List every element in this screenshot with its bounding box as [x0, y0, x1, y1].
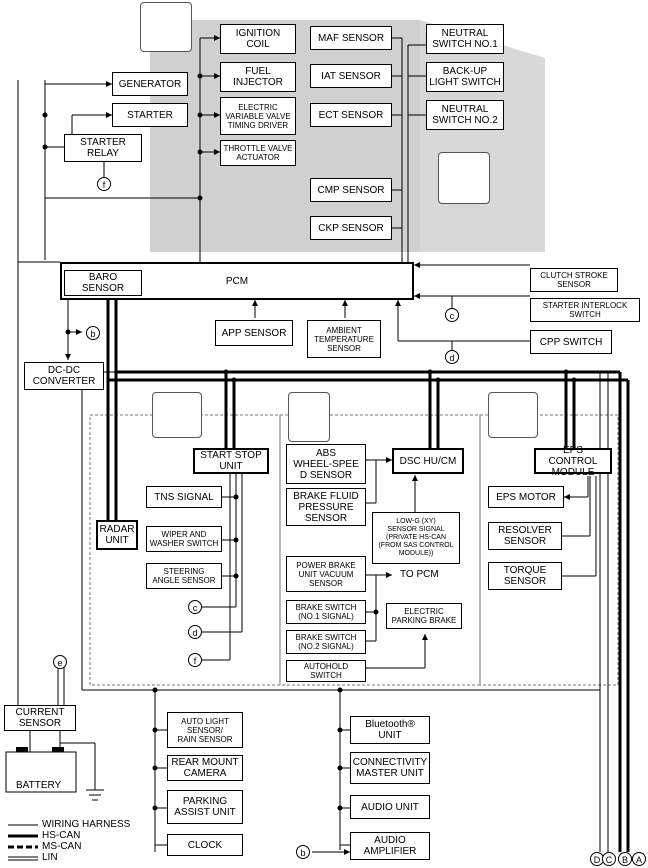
start-stop-switch-icon	[152, 392, 202, 438]
connector-d: d	[188, 625, 202, 639]
connector-f: f	[97, 177, 111, 191]
legend-ms-can: MS-CAN	[42, 841, 82, 852]
backup-light-switch: BACK-UP LIGHT SWITCH	[426, 62, 504, 92]
connector-c-pcm: c	[445, 308, 459, 322]
app-sensor: APP SENSOR	[215, 320, 293, 346]
pcm-label: PCM	[225, 275, 249, 287]
audio-amplifier: AUDIO AMPLIFIER	[350, 832, 430, 860]
brake-switch-2: BRAKE SWITCH (NO.2 SIGNAL)	[286, 630, 366, 654]
legend-wiring-harness: WIRING HARNESS	[42, 819, 131, 830]
connector-e: e	[53, 655, 67, 669]
connectivity-master-unit: CONNECTIVITY MASTER UNIT	[350, 752, 430, 784]
start-stop-unit: START STOP UNIT	[193, 448, 269, 474]
low-g-sensor-signal: LOW-G (XY) SENSOR SIGNAL (PRIVATE HS-CAN…	[372, 512, 460, 564]
electric-parking-brake: ELECTRIC PARKING BRAKE	[386, 603, 462, 629]
dsc-hu-cm: DSC HU/CM	[392, 448, 464, 474]
brake-pedal-icon	[288, 392, 330, 442]
ambient-temperature-sensor: AMBIENT TEMPERATURE SENSOR	[307, 320, 381, 358]
starter-interlock-switch: STARTER INTERLOCK SWITCH	[530, 298, 640, 322]
clutch-stroke-sensor: CLUTCH STROKE SENSOR	[530, 268, 618, 292]
brake-switch-1: BRAKE SWITCH (NO.1 SIGNAL)	[286, 600, 366, 624]
auto-light-rain-sensor: AUTO LIGHT SENSOR/ RAIN SENSOR	[167, 712, 243, 748]
abs-wheel-speed-sensor: ABS WHEEL-SPEE D SENSOR	[286, 444, 366, 484]
power-brake-vacuum-sensor: POWER BRAKE UNIT VACUUM SENSOR	[286, 556, 366, 592]
legend-lin: LIN	[42, 852, 58, 863]
cmp-sensor: CMP SENSOR	[310, 178, 392, 202]
tns-signal: TNS SIGNAL	[146, 486, 222, 508]
baro-sensor: BARO SENSOR	[64, 270, 142, 296]
steering-angle-sensor: STEERING ANGLE SENSOR	[146, 563, 222, 589]
to-pcm-label: TO PCM	[400, 569, 439, 580]
brake-fluid-pressure-sensor: BRAKE FLUID PRESSURE SENSOR	[286, 488, 366, 526]
eps-control-module: EPS CONTROL MODULE	[534, 445, 612, 478]
bluetooth-unit: Bluetooth® UNIT	[350, 716, 430, 744]
maf-sensor: MAF SENSOR	[310, 26, 392, 50]
connector-d-pcm: d	[445, 350, 459, 364]
legend-hs-can: HS-CAN	[42, 830, 81, 841]
battery-label: BATTERY	[16, 780, 62, 791]
ignition-coil: IGNITION COIL	[220, 24, 296, 54]
ect-sensor: ECT SENSOR	[310, 103, 392, 127]
starter-relay: STARTER RELAY	[64, 134, 142, 162]
connector-B: B	[618, 852, 632, 866]
radar-unit: RADAR UNIT	[96, 520, 138, 550]
torque-sensor: TORQUE SENSOR	[488, 562, 562, 590]
autohold-switch: AUTOHOLD SWITCH	[286, 660, 366, 682]
connector-D: D	[590, 852, 604, 866]
connector-A: A	[632, 852, 646, 866]
neutral-switch-2: NEUTRAL SWITCH NO.2	[426, 100, 504, 130]
eps-motor: EPS MOTOR	[488, 486, 564, 508]
connector-b: b	[296, 845, 310, 859]
connector-c: c	[188, 600, 202, 614]
iat-sensor: IAT SENSOR	[310, 64, 392, 88]
parking-assist-unit: PARKING ASSIST UNIT	[167, 790, 243, 824]
fuel-injector: FUEL INJECTOR	[220, 62, 296, 92]
resolver-sensor: RESOLVER SENSOR	[488, 522, 562, 550]
connector-f-ssu: f	[188, 653, 202, 667]
generator: GENERATOR	[112, 72, 188, 96]
connector-C: C	[602, 852, 616, 866]
wiper-washer-switch: WIPER AND WASHER SWITCH	[146, 526, 222, 552]
rear-mount-camera: REAR MOUNT CAMERA	[167, 755, 243, 781]
ckp-sensor: CKP SENSOR	[310, 216, 392, 240]
throttle-valve-actuator: THROTTLE VALVE ACTUATOR	[220, 140, 296, 166]
starter: STARTER	[112, 103, 188, 127]
audio-unit: AUDIO UNIT	[350, 795, 430, 819]
clock: CLOCK	[167, 834, 243, 856]
connector-b-pcm: b	[86, 326, 100, 340]
cpp-switch: CPP SWITCH	[530, 330, 612, 354]
neutral-switch-1: NEUTRAL SWITCH NO.1	[426, 24, 504, 54]
evvt-driver: ELECTRIC VARIABLE VALVE TIMING DRIVER	[220, 97, 296, 135]
steering-wheel-icon	[488, 392, 538, 438]
dc-dc-converter: DC-DC CONVERTER	[24, 362, 104, 390]
current-sensor: CURRENT SENSOR	[4, 705, 76, 731]
transmission-icon	[438, 152, 490, 204]
engine-icon	[140, 2, 192, 52]
